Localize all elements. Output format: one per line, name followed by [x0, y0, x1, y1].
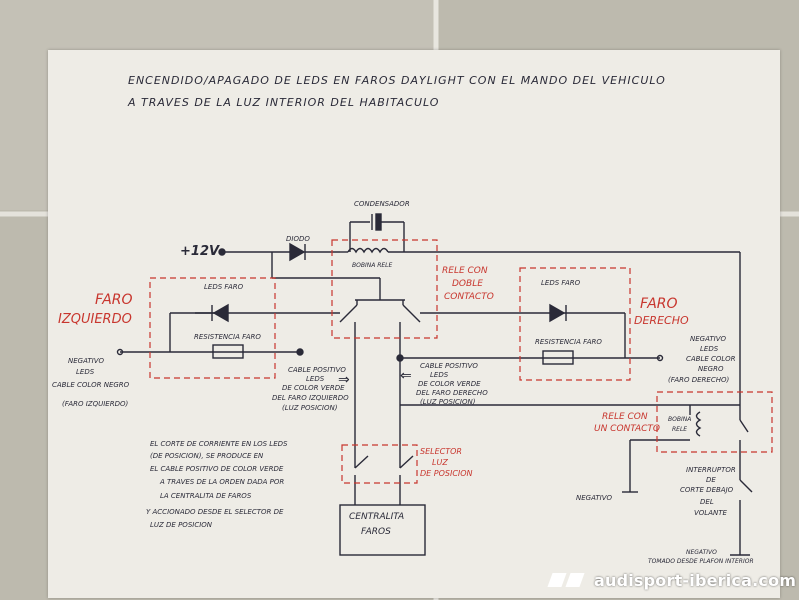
selector-box: [341, 444, 418, 484]
cable-left-3: DEL FARO IZQUIERDO: [272, 394, 349, 402]
neg-left-3: (FARO IZQUIERDO): [62, 400, 129, 408]
faro-izquierdo-box: [149, 277, 276, 379]
diodo-label: DIODO: [286, 235, 310, 243]
rele-doble-label-0: RELE CON: [442, 266, 488, 276]
faro-izq-label-0: FARO: [95, 292, 133, 308]
neg-right-3: NEGRO: [698, 365, 724, 373]
note-1: (DE POSICION), SE PRODUCE EN: [150, 452, 264, 460]
cable-left-1: LEDS: [306, 375, 325, 383]
interruptor-2: CORTE DEBAJO: [680, 486, 734, 494]
rele-doble-label-1: DOBLE: [452, 279, 483, 289]
rele-un-1: UN CONTACTO: [594, 424, 660, 434]
bobina-rele2-1: RELE: [672, 426, 688, 433]
negativo-plafon-0: NEGATIVO: [686, 549, 717, 556]
supply-label: +12V: [180, 244, 220, 259]
interruptor-4: VOLANTE: [694, 509, 727, 517]
rele-doble-label-2: CONTACTO: [444, 292, 494, 302]
note-5: Y ACCIONADO DESDE EL SELECTOR DE: [146, 508, 284, 516]
interruptor-0: INTERRUPTOR: [686, 466, 736, 474]
neg-right-0: NEGATIVO: [690, 335, 727, 343]
cable-right-1: LEDS: [430, 371, 449, 379]
rele-doble-box: [331, 239, 438, 339]
centralita-0: CENTRALITA: [349, 512, 405, 522]
neg-right-4: (FARO DERECHO): [668, 376, 730, 384]
interruptor-3: DEL: [700, 498, 714, 506]
resistencia-left-label: RESISTENCIA FARO: [194, 333, 261, 341]
selector-1: LUZ: [432, 458, 448, 467]
neg-left-1: LEDS: [76, 368, 95, 376]
cable-right-3: DEL FARO DERECHO: [416, 389, 488, 397]
rele-un-box: [656, 391, 773, 453]
note-2: EL CABLE POSITIVO DE COLOR VERDE: [150, 465, 284, 473]
faro-der-label-1: DERECHO: [634, 314, 689, 327]
rele-un-0: RELE CON: [602, 412, 648, 422]
watermark: audisport-iberica.com: [547, 567, 797, 593]
cable-right-0: CABLE POSITIVO: [420, 362, 478, 370]
cable-left-4: (LUZ POSICION): [282, 404, 338, 412]
watermark-text: audisport-iberica.com: [594, 570, 797, 590]
leds-faro-left-label: LEDS FARO: [204, 283, 244, 291]
title-line-1: ENCENDIDO/APAGADO DE LEDS EN FAROS DAYLI…: [128, 74, 666, 87]
bobina-rele-label: BOBINA RELE: [352, 262, 393, 269]
faro-izq-label-1: IZQUIERDO: [58, 312, 132, 327]
bobina-rele2-0: BOBINA: [668, 416, 692, 423]
interruptor-1: DE: [706, 476, 716, 484]
selector-0: SELECTOR: [420, 447, 462, 456]
faro-derecho-box: [519, 267, 631, 381]
site-logo-icon: [547, 571, 588, 589]
note-6: LUZ DE POSICION: [150, 521, 213, 529]
note-4: LA CENTRALITA DE FAROS: [160, 492, 252, 500]
centralita-1: FAROS: [361, 527, 391, 537]
neg-left-2: CABLE COLOR NEGRO: [52, 381, 130, 389]
cable-right-4: (LUZ POSICION): [420, 398, 476, 406]
neg-left-0: NEGATIVO: [68, 357, 105, 365]
negativo-bottom: NEGATIVO: [576, 494, 613, 502]
cable-left-0: CABLE POSITIVO: [288, 366, 346, 374]
arrow-right: ⇐: [400, 368, 412, 384]
faro-der-label-0: FARO: [640, 296, 678, 312]
selector-2: DE POSICION: [420, 469, 473, 478]
condensador-label: CONDENSADOR: [354, 200, 410, 208]
neg-right-1: LEDS: [700, 345, 719, 353]
cable-right-2: DE COLOR VERDE: [418, 380, 481, 388]
arrow-left: ⇒: [338, 372, 350, 388]
resistencia-right-label: RESISTENCIA FARO: [535, 338, 602, 346]
cable-left-2: DE COLOR VERDE: [282, 384, 345, 392]
title-line-2: A TRAVES DE LA LUZ INTERIOR DEL HABITACU…: [128, 96, 440, 109]
leds-faro-right-label: LEDS FARO: [541, 279, 581, 287]
note-3: A TRAVES DE LA ORDEN DADA POR: [160, 478, 285, 486]
negativo-plafon-1: TOMADO DESDE PLAFON INTERIOR: [648, 558, 754, 565]
note-0: EL CORTE DE CORRIENTE EN LOS LEDS: [150, 440, 288, 448]
neg-right-2: CABLE COLOR: [686, 355, 736, 363]
